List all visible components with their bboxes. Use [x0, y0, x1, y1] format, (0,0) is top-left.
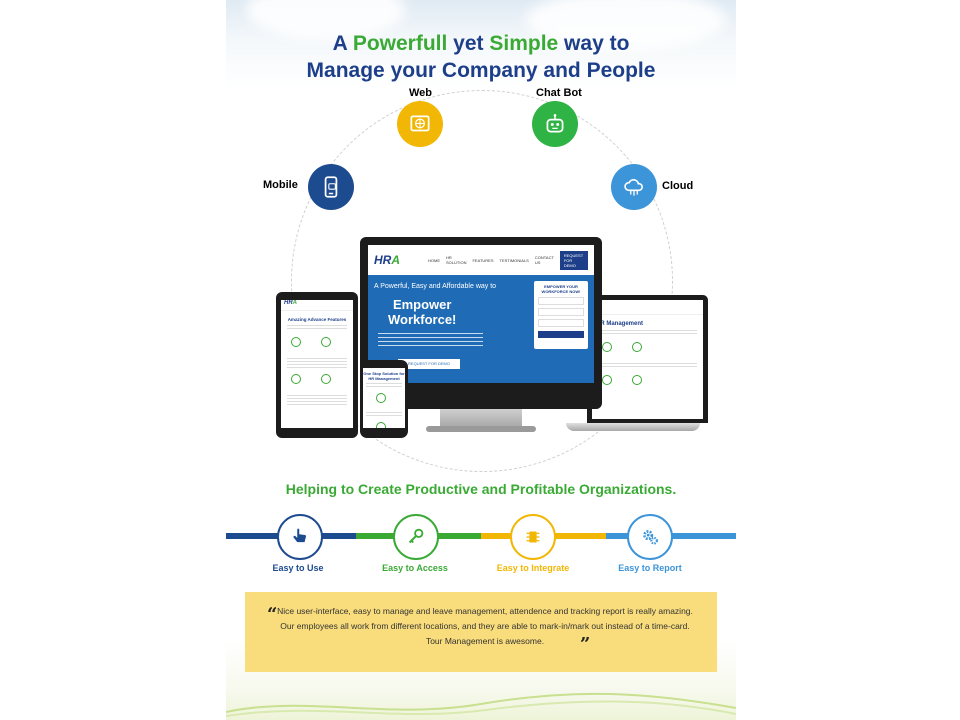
step-easy-to-report[interactable]	[627, 514, 673, 560]
feature-icon	[321, 337, 331, 347]
feature-icon	[602, 375, 612, 385]
mockup-navbar: HRA HOME HR SOLUTION FEATURES TESTIMONIA…	[368, 245, 594, 275]
mockup-nav-item[interactable]: HOME	[428, 257, 441, 263]
laptop-heading: HR Management	[596, 321, 644, 327]
mockup-form-field[interactable]	[538, 319, 584, 327]
laptop-mockup: HR Management	[587, 295, 708, 423]
testimonial-text: Nice user-interface, easy to manage and …	[277, 606, 693, 646]
hand-pointer-icon	[293, 528, 306, 543]
gears-icon	[643, 530, 658, 545]
cloud-decoration	[526, 0, 726, 50]
mockup-nav-item[interactable]: HR SOLUTION	[446, 255, 467, 265]
feature-icon	[321, 374, 331, 384]
tablet-screen: HRA Amazing Advance Features	[281, 300, 353, 428]
mockup-nav-item[interactable]: FEATURES	[472, 257, 494, 263]
mockup-form-submit[interactable]	[538, 331, 584, 338]
mockup-demo-button[interactable]: REQUEST FOR DEMO	[559, 250, 588, 270]
phone-heading: One Stop Solution for HR Management	[363, 371, 405, 381]
laptop-screen: HR Management	[592, 300, 703, 419]
globe-icon	[410, 115, 430, 132]
step-easy-to-access[interactable]	[393, 514, 439, 560]
feature-icon	[291, 337, 301, 347]
mockup-hero-line: A Powerful, Easy and Affordable way to	[374, 283, 497, 290]
laptop-base	[566, 423, 700, 431]
page: A Powerfull yet Simple way to Manage you…	[226, 0, 736, 720]
tablet-logo: HRA	[281, 300, 353, 311]
feature-icon	[376, 393, 386, 403]
platform-label-chatbot: Chat Bot	[536, 87, 582, 99]
phone-mockup: One Stop Solution for HR Management	[360, 360, 408, 438]
monitor-base	[426, 426, 536, 432]
chip-icon	[526, 531, 540, 543]
close-quote-icon: ”	[580, 634, 591, 655]
mockup-nav-item[interactable]: TESTIMONIALS	[499, 257, 529, 263]
mockup-hero-text	[378, 333, 483, 349]
key-icon	[408, 528, 424, 544]
mockup-nav-item[interactable]: CONTACT US	[534, 255, 554, 265]
step-label: Easy to Use	[272, 563, 324, 573]
platform-web[interactable]	[397, 101, 443, 147]
feature-icon	[632, 342, 642, 352]
mockup-logo: HRA	[374, 253, 401, 267]
step-easy-to-integrate[interactable]	[510, 514, 556, 560]
tablet-heading: Amazing Advance Features	[287, 317, 347, 322]
feature-icon	[291, 374, 301, 384]
platform-label-cloud: Cloud	[662, 180, 694, 192]
phone-screen: One Stop Solution for HR Management	[363, 368, 405, 428]
step-label: Easy to Access	[382, 563, 448, 573]
page-title: A Powerfull yet Simple way to Manage you…	[306, 32, 656, 82]
orbit-arc	[291, 90, 673, 472]
step-easy-to-use[interactable]	[277, 514, 323, 560]
cloud-icon	[624, 179, 643, 196]
platform-chatbot[interactable]	[532, 101, 578, 147]
open-quote-icon: “	[267, 604, 278, 625]
mockup-hero-button[interactable]: REQUEST FOR DEMO	[398, 359, 460, 369]
tablet-mockup: HRA Amazing Advance Features	[276, 292, 358, 438]
platform-mobile[interactable]	[308, 164, 354, 210]
step-label: Easy to Report	[618, 563, 682, 573]
platform-cloud[interactable]	[611, 164, 657, 210]
decorative-wave	[226, 692, 736, 717]
platform-label-web: Web	[409, 87, 433, 99]
feature-icon	[632, 375, 642, 385]
platform-label-mobile: Mobile	[263, 179, 298, 191]
feature-icon	[376, 422, 386, 428]
monitor-stand	[440, 409, 522, 427]
mockup-form-field[interactable]	[538, 308, 584, 316]
mockup-signup-form: EMPOWER YOUR WORKFORCE NOW!	[534, 281, 588, 349]
section-subtitle: Helping to Create Productive and Profita…	[285, 481, 677, 497]
feature-icon	[602, 342, 612, 352]
mobile-icon	[324, 176, 338, 198]
mockup-form-field[interactable]	[538, 297, 584, 305]
robot-icon	[546, 114, 564, 133]
step-label: Easy to Integrate	[496, 563, 570, 573]
testimonial-box: “ Nice user-interface, easy to manage an…	[245, 592, 717, 672]
